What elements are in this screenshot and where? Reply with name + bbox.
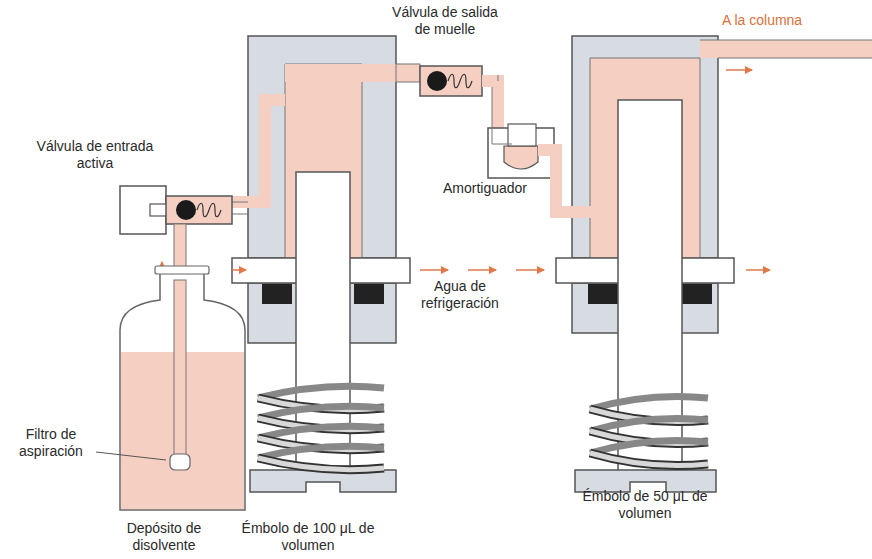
part-label: Filtro de aspiración	[8, 426, 94, 460]
part-label: Válvula de entrada activa	[20, 138, 170, 172]
part-label: Émbolo de 50 μL de volumen	[570, 488, 720, 522]
part-label: A la columna	[722, 12, 868, 29]
part-label: Émbolo de 100 μL de volumen	[238, 520, 378, 554]
part-label: Agua de refrigeración	[410, 278, 510, 312]
part-label: Amortiguador	[430, 180, 540, 197]
part-label: Depósito de disolvente	[110, 520, 218, 554]
part-label: Válvula de salida de muelle	[385, 4, 505, 38]
